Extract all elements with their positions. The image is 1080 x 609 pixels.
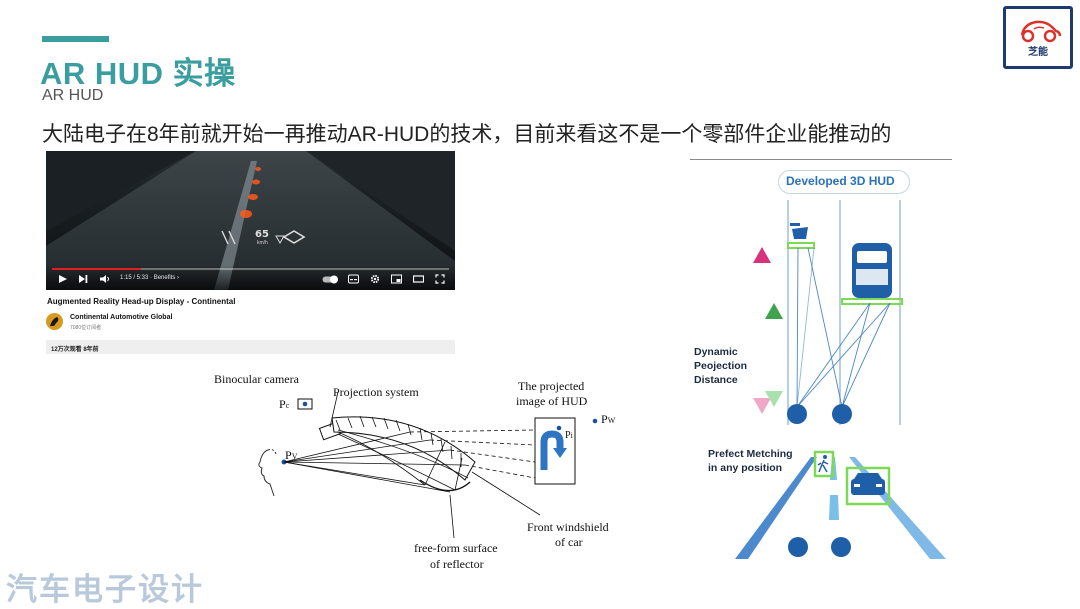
label-dynamic-distance-3: Distance: [694, 374, 738, 386]
hud-speed-unit: km/h: [257, 240, 268, 246]
label-pi: Pi: [565, 430, 573, 441]
logo-text: 芝能: [1028, 47, 1048, 58]
label-perfect-matching-2: in any position: [708, 462, 783, 474]
video-title[interactable]: Augmented Reality Head-up Display - Cont…: [47, 297, 236, 306]
brand-logo: 芝能: [1003, 6, 1073, 69]
image-point-pi: [556, 425, 562, 431]
video-description-bar[interactable]: [46, 340, 455, 354]
video-timestamp: 1:15 / 5:33 · Benefits ›: [120, 275, 180, 281]
label-dynamic-distance-1: Dynamic: [694, 346, 738, 358]
label-front-windshield-1: Front windshield: [527, 520, 609, 534]
label-projected-image-1: The projected: [518, 379, 585, 393]
video-progress-fill: [52, 268, 142, 270]
camera-point-pc: [302, 401, 308, 407]
label-front-windshield-2: of car: [555, 535, 583, 549]
channel-avatar[interactable]: [46, 313, 63, 330]
label-pc: Pc: [279, 397, 290, 411]
theater-icon[interactable]: [413, 274, 424, 284]
label-projection-system: Projection system: [333, 385, 419, 399]
subscriber-count: 7080位订阅者: [70, 325, 102, 331]
label-freeform-2: of reflector: [430, 557, 484, 571]
diagram-top-rule: [690, 159, 952, 160]
slide-subtitle: AR HUD: [42, 87, 104, 104]
miniplayer-icon[interactable]: [391, 274, 402, 284]
label-projected-image-2: image of HUD: [516, 394, 588, 408]
fullscreen-icon[interactable]: [435, 274, 445, 284]
developed-3d-hud-label: Developed 3D HUD: [786, 174, 895, 188]
label-perfect-matching-1: Prefect Metching: [708, 448, 793, 460]
autoplay-toggle-icon[interactable]: [322, 275, 340, 284]
video-progress-bar[interactable]: [52, 268, 449, 270]
hud-3d-diagram: [735, 200, 946, 559]
label-dynamic-distance-2: Peojection: [694, 360, 748, 372]
title-accent-bar: [42, 36, 109, 42]
watermark-text: 汽车电子设计: [6, 572, 204, 607]
volume-icon[interactable]: [99, 274, 111, 284]
developed-3d-hud-badge: [778, 170, 910, 194]
world-point-pw: [592, 418, 598, 424]
logo-car-icon: [1020, 20, 1062, 43]
projection-diagram: [258, 391, 598, 539]
label-pv: PV: [285, 448, 298, 462]
label-pw: PW: [601, 412, 616, 426]
next-icon[interactable]: [78, 274, 88, 284]
video-views: 12万次观看 8年前: [51, 347, 99, 353]
channel-name[interactable]: Continental Automotive Global: [70, 314, 173, 321]
subtitles-icon[interactable]: [348, 274, 359, 284]
hud-speed-readout: 65: [255, 229, 269, 240]
label-freeform-1: free-form surface: [414, 541, 498, 555]
settings-icon[interactable]: [370, 274, 380, 284]
label-binocular-camera: Binocular camera: [214, 372, 299, 386]
play-icon[interactable]: [58, 274, 68, 284]
slide-title: AR HUD 实操: [40, 56, 236, 91]
continental-horse-icon: [50, 317, 59, 326]
slide-headline: 大陆电子在8年前就开始一再推动AR-HUD的技术，目前来看这不是一个零部件企业能…: [42, 123, 892, 146]
